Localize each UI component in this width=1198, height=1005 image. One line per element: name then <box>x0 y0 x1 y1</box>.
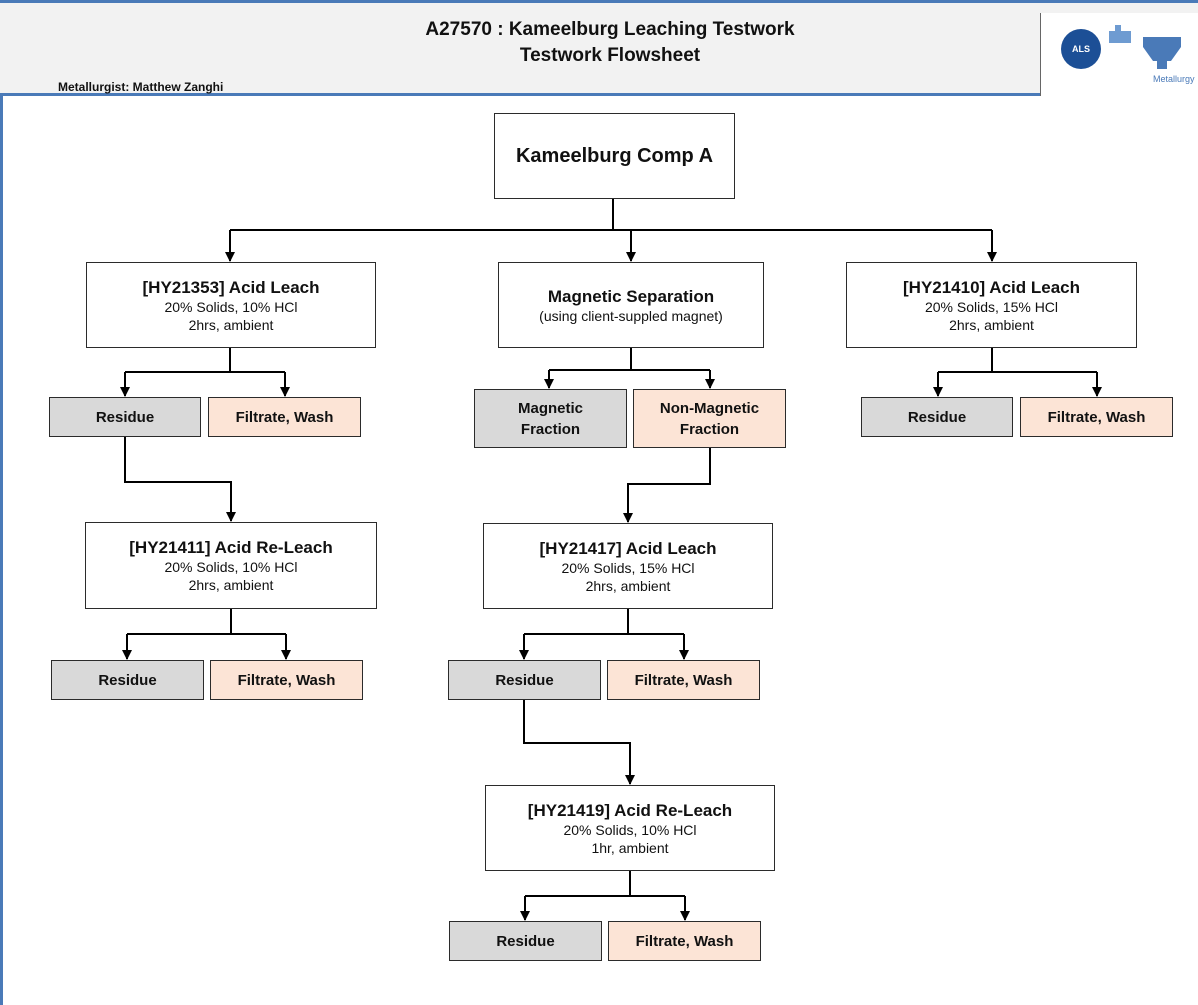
node-condition: 20% Solids, 15% HCl <box>924 298 1059 315</box>
hy21417-filtrate-wash: Filtrate, Wash <box>607 660 760 700</box>
logo-text: Metallurgy <box>1153 74 1195 84</box>
hy21410-residue: Residue <box>861 397 1013 437</box>
node-title: Kameelburg Comp A <box>515 145 714 167</box>
als-badge-icon: ALS <box>1061 29 1101 69</box>
als-logo: ALS Metallurgy <box>1040 13 1198 96</box>
node-condition: 20% Solids, 10% HCl <box>164 298 298 315</box>
node-title: Magnetic Separation <box>547 286 715 306</box>
hy21419-residue: Residue <box>449 921 602 961</box>
hy21411-residue: Residue <box>51 660 204 700</box>
node-condition: 20% Solids, 10% HCl <box>563 821 697 838</box>
hy21411-filtrate-wash: Filtrate, Wash <box>210 660 363 700</box>
magnetic-fraction: Magnetic Fraction <box>474 389 627 448</box>
node-condition: 1hr, ambient <box>591 839 669 856</box>
arrow-residue-to-hy21411 <box>124 437 236 522</box>
hy21353-residue: Residue <box>49 397 201 437</box>
metallurgist-label: Metallurgist: Matthew Zanghi <box>58 80 224 94</box>
node-hy21353-acid-leach: [HY21353] Acid Leach 20% Solids, 10% HCl… <box>86 262 376 348</box>
title-line-2: Testwork Flowsheet <box>519 45 701 66</box>
non-magnetic-fraction: Non-Magnetic Fraction <box>633 389 786 448</box>
metallurgy-equipment-icon <box>1109 25 1181 69</box>
page-header: A27570 : Kameelburg Leaching Testwork Te… <box>0 0 1198 96</box>
hy21419-filtrate-wash: Filtrate, Wash <box>608 921 761 961</box>
node-magnetic-separation: Magnetic Separation (using client-supple… <box>498 262 764 348</box>
page-border-left <box>0 0 3 1005</box>
node-hy21417-acid-leach: [HY21417] Acid Leach 20% Solids, 15% HCl… <box>483 523 773 609</box>
node-title: [HY21417] Acid Leach <box>539 538 717 558</box>
node-condition: 2hrs, ambient <box>188 577 274 593</box>
title-line-1: A27570 : Kameelburg Leaching Testwork <box>425 19 795 40</box>
node-condition: 2hrs, ambient <box>949 316 1034 333</box>
node-title: [HY21419] Acid Re-Leach <box>527 800 733 820</box>
hy21417-residue: Residue <box>448 660 601 700</box>
node-title: [HY21410] Acid Leach <box>903 277 1080 297</box>
node-title: [HY21411] Acid Re-Leach <box>129 538 333 557</box>
node-hy21419-acid-re-leach: [HY21419] Acid Re-Leach 20% Solids, 10% … <box>485 785 775 871</box>
arrow-nonmag-to-hy21417 <box>623 448 711 523</box>
node-hy21411-acid-re-leach: [HY21411] Acid Re-Leach 20% Solids, 10% … <box>85 522 377 609</box>
hy21410-filtrate-wash: Filtrate, Wash <box>1020 397 1173 437</box>
node-condition: 2hrs, ambient <box>585 577 671 594</box>
node-condition: 20% Solids, 15% HCl <box>561 559 695 576</box>
hy21353-filtrate-wash: Filtrate, Wash <box>208 397 361 437</box>
node-condition: (using client-suppled magnet) <box>539 307 723 324</box>
node-kameelburg-comp: Kameelburg Comp A <box>494 113 735 199</box>
node-condition: 20% Solids, 10% HCl <box>164 559 298 575</box>
node-title: [HY21353] Acid Leach <box>142 277 320 297</box>
node-hy21410-acid-leach: [HY21410] Acid Leach 20% Solids, 15% HCl… <box>846 262 1137 348</box>
node-condition: 2hrs, ambient <box>188 316 274 333</box>
arrow-residue-to-hy21419 <box>523 700 635 785</box>
